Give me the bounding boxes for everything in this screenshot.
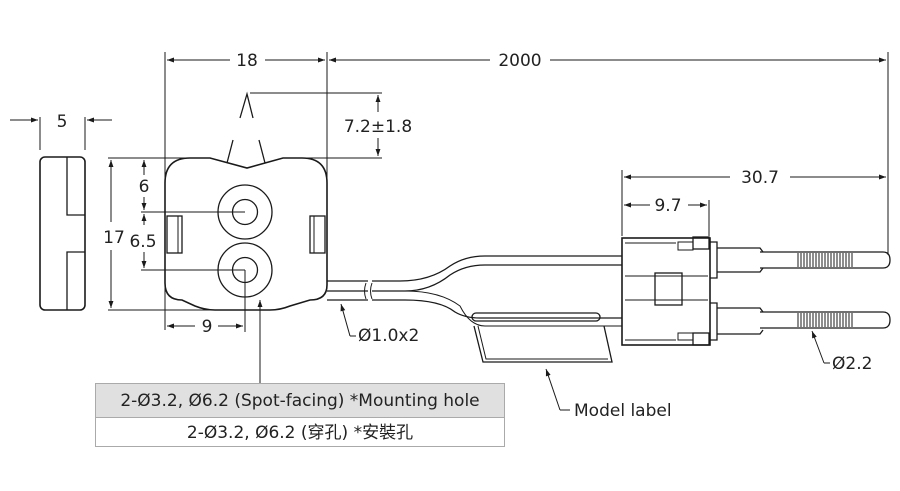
side-view: 5: [10, 112, 112, 311]
connector-length-dimension: 30.7: [741, 168, 779, 188]
pin-bottom: [760, 311, 891, 329]
wire-diameter-dimension: Ø1.0x2: [358, 326, 419, 346]
connector-body-dimension: 9.7: [654, 196, 681, 216]
front-view: [164, 91, 328, 311]
thickness-dimension: 5: [57, 112, 68, 132]
lead-height-dimension-group: 7.2±1.8: [250, 92, 412, 159]
pin-top: [760, 251, 891, 269]
cable-length-dimension: 2000: [498, 51, 541, 71]
height-dimension: 17: [103, 228, 125, 248]
model-label-text: Model label: [574, 401, 672, 421]
height-dimension-group: 17: [103, 157, 215, 311]
cable: Ø1.0x2: [327, 255, 622, 346]
hole-top-offset-dimension: 6: [139, 177, 150, 197]
lead-height-dimension: 7.2±1.8: [344, 117, 412, 137]
mounting-hole-callout-english: 2-Ø3.2, Ø6.2 (Spot-facing) *Mounting hol…: [95, 383, 505, 418]
mounting-hole-callout-chinese: 2-Ø3.2, Ø6.2 (穿孔) *安裝孔: [95, 417, 505, 447]
top-dimensions: 18 2000: [164, 51, 889, 330]
hole-position-dimensions: 6 6.5 9: [129, 160, 263, 383]
width-dimension: 18: [236, 51, 258, 71]
hole-pitch-dimension: 6.5: [129, 232, 156, 252]
pin-diameter-dimension: Ø2.2: [832, 354, 872, 374]
connector: 30.7 9.7 Ø2.2: [621, 168, 891, 374]
hole-horizontal-dimension: 9: [202, 317, 213, 337]
model-label-tag: Model label: [471, 312, 672, 421]
